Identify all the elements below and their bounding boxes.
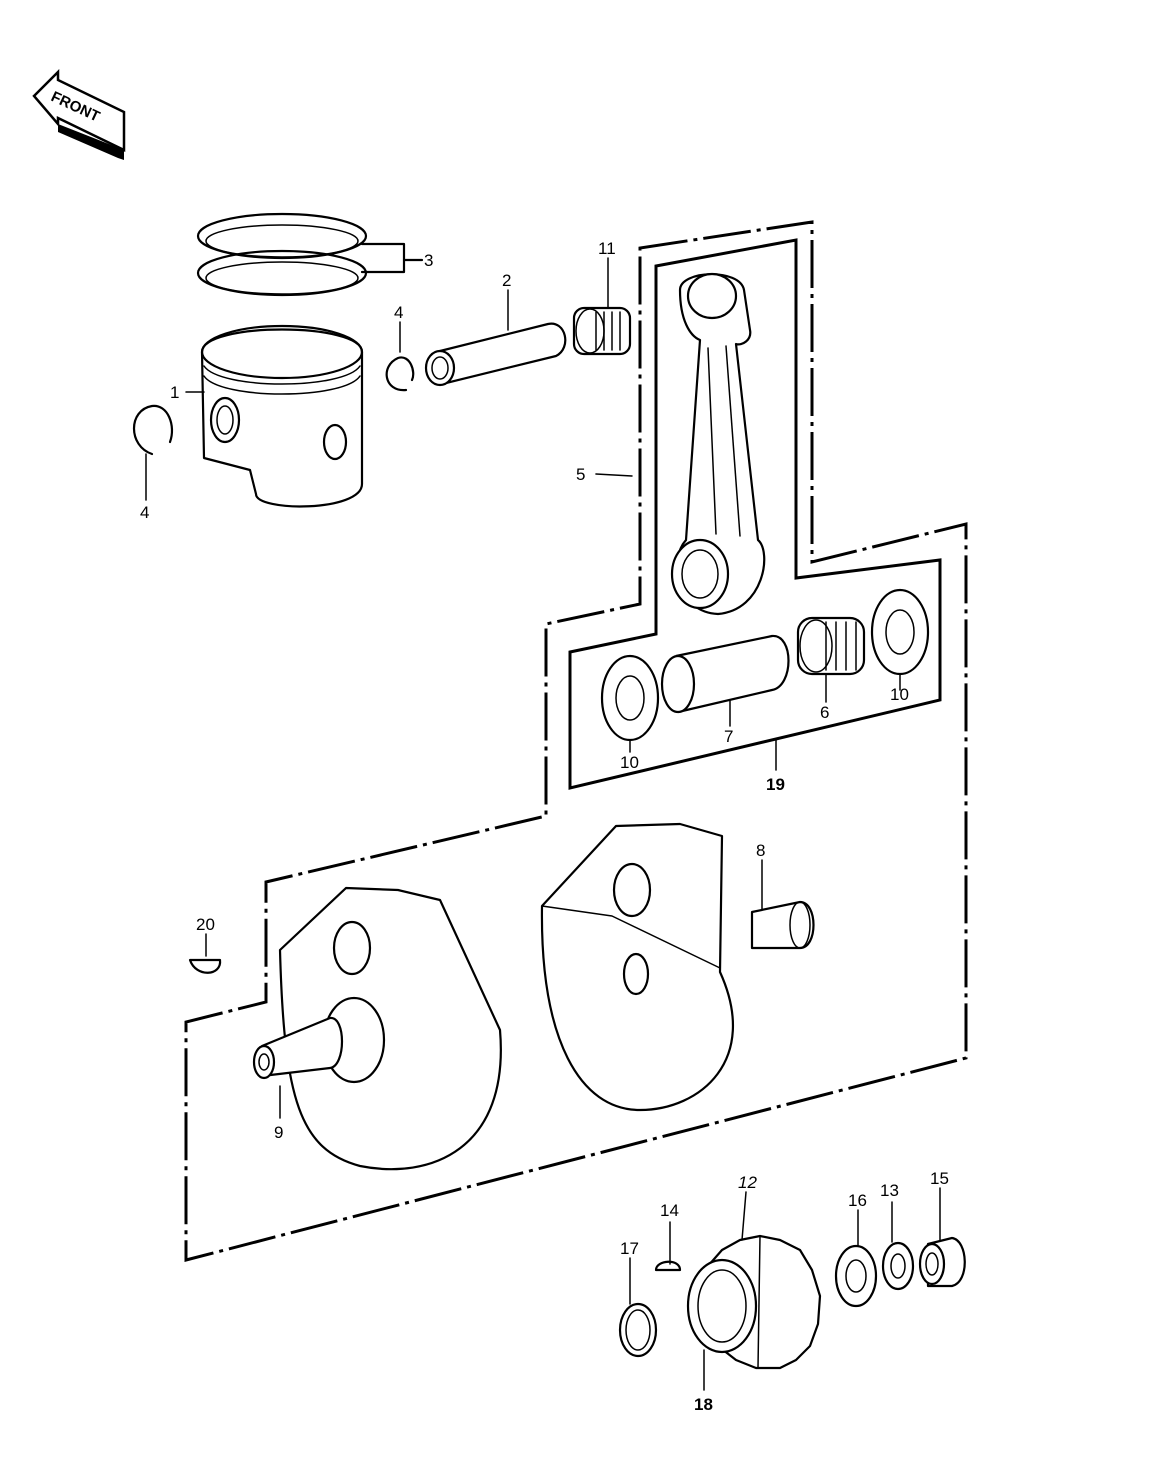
label-part-12: 12 <box>738 1173 757 1192</box>
circlip-icon <box>132 356 415 456</box>
crank-half-right-icon <box>540 822 815 1112</box>
collar-icon <box>686 1258 758 1354</box>
label-part-5: 5 <box>576 465 585 484</box>
small-end-bearing-icon <box>572 306 632 356</box>
piston-pin-icon <box>424 322 567 387</box>
label-part-15: 15 <box>930 1169 949 1188</box>
label-part-16: 16 <box>848 1191 867 1210</box>
label-part-4-lower: 4 <box>140 503 149 522</box>
label-part-1: 1 <box>170 383 179 402</box>
piston-icon <box>200 324 364 508</box>
washer-icon <box>834 1244 878 1308</box>
label-part-9: 9 <box>274 1123 283 1142</box>
o-ring-icon <box>618 1302 658 1358</box>
crank-pin-icon <box>660 634 790 714</box>
nut-icon <box>918 1236 966 1288</box>
label-part-14: 14 <box>660 1201 679 1220</box>
label-part-4-upper: 4 <box>394 303 403 322</box>
label-part-17: 17 <box>620 1239 639 1258</box>
label-part-11: 11 <box>598 239 616 258</box>
leader-lines <box>145 257 941 1391</box>
thrust-washer-icon <box>600 588 930 742</box>
label-part-10-right: 10 <box>890 685 909 704</box>
label-part-20: 20 <box>196 915 215 934</box>
label-part-8: 8 <box>756 841 765 860</box>
label-part-3: 3 <box>424 251 433 270</box>
front-arrow-icon: FRONT <box>32 68 126 160</box>
label-part-10-left: 10 <box>620 753 639 772</box>
needle-bearing-icon <box>796 616 866 676</box>
crank-half-left-icon <box>252 886 502 1171</box>
connecting-rod-icon <box>670 272 766 616</box>
woodruff-key-icon <box>188 958 222 974</box>
label-part-18: 18 <box>694 1395 713 1414</box>
label-part-7: 7 <box>724 727 733 746</box>
woodruff-key-icon <box>654 1260 682 1272</box>
group-outline-crankpin-assembly <box>568 238 942 790</box>
label-part-6: 6 <box>820 703 829 722</box>
piston-rings-icon <box>196 212 424 297</box>
label-part-2: 2 <box>502 271 511 290</box>
lock-washer-icon <box>881 1241 915 1291</box>
group-outline-crank-assembly <box>184 220 968 1262</box>
label-part-13: 13 <box>880 1181 899 1200</box>
label-part-19: 19 <box>766 775 785 794</box>
